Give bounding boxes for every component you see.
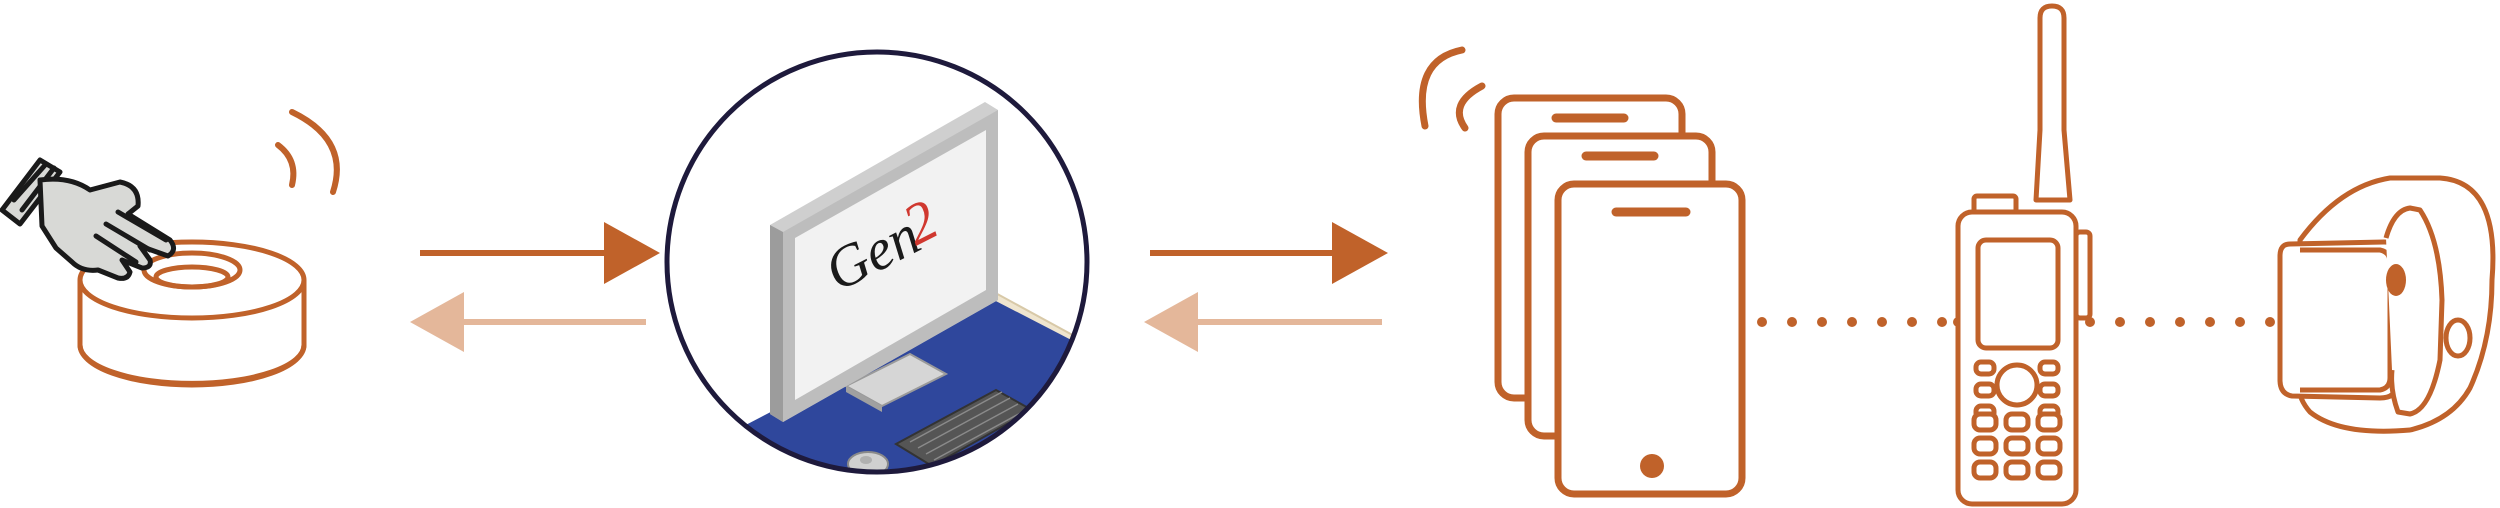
wireless-signal-icon [275, 109, 340, 195]
dotted-connector [2085, 317, 2275, 327]
return-arrow-left [410, 292, 646, 352]
hand-press-icon [0, 157, 176, 281]
two-way-radio-icon [1955, 3, 2093, 507]
forward-arrow-right [1150, 222, 1388, 284]
return-arrow-right [1144, 292, 1382, 352]
smartphone-stack-icon [1494, 94, 1746, 498]
wireless-signal-icon [1418, 46, 1486, 132]
dotted-connector [1757, 317, 1963, 327]
computer-workstation-icon: Gen 2 [664, 49, 1090, 475]
smartwatch-icon [2277, 175, 2496, 434]
forward-arrow-left [420, 222, 660, 284]
